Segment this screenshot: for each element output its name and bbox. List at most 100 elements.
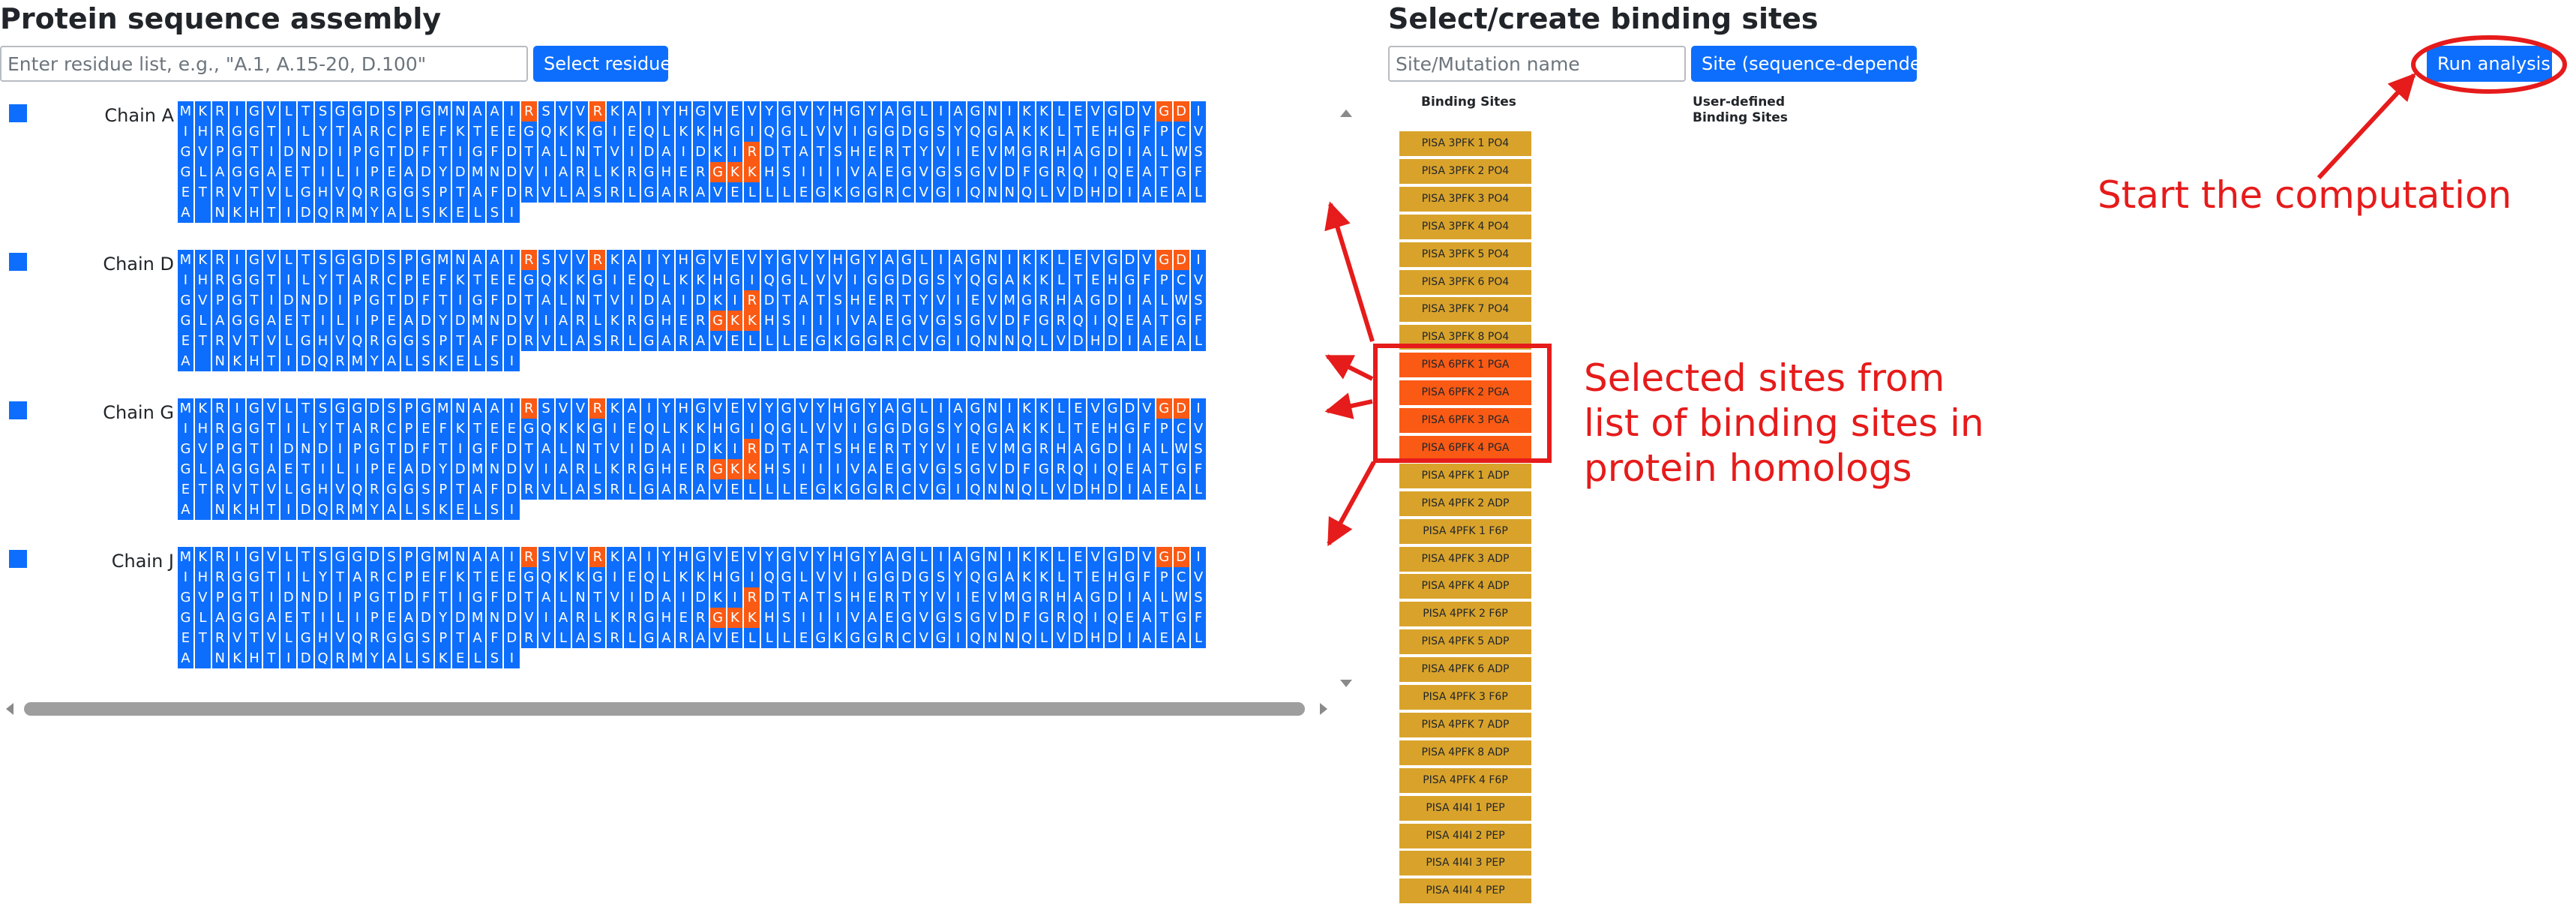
residue[interactable]: G [178,587,195,608]
residue[interactable]: T [246,290,264,311]
residue[interactable]: P [1156,419,1174,439]
residue[interactable]: G [1087,142,1105,162]
residue[interactable]: G [641,162,658,182]
residue[interactable]: A [555,459,573,479]
residue[interactable]: K [572,419,590,439]
residue[interactable]: G [349,101,367,122]
residue[interactable]: H [315,331,333,351]
residue[interactable]: G [847,250,865,270]
residue[interactable]: L [1053,101,1071,122]
residue[interactable]: K [607,459,625,479]
residue[interactable]: A [1001,122,1019,142]
residue[interactable]: D [315,142,333,162]
residue[interactable]: M [178,398,195,419]
residue[interactable]: R [692,459,710,479]
residue[interactable]: D [1173,250,1191,270]
residue[interactable]: L [761,331,779,351]
residue[interactable]: F [487,182,504,203]
residue[interactable]: V [1053,479,1071,500]
residue[interactable]: P [435,331,453,351]
residue[interactable]: E [967,290,985,311]
residue[interactable]: A [263,162,281,182]
residue[interactable]: K [1036,250,1054,270]
residue[interactable]: H [1053,142,1071,162]
residue[interactable]: G [349,547,367,567]
residue[interactable]: E [1070,398,1088,419]
residue[interactable]: A [796,587,813,608]
residue[interactable]: A [692,628,710,648]
residue[interactable]: Q [1070,608,1088,628]
residue[interactable]: K [1018,567,1036,587]
residue[interactable]: L [1036,479,1054,500]
residue[interactable]: V [709,479,727,500]
residue[interactable]: V [607,439,625,459]
residue[interactable]: A [1001,419,1019,439]
residue[interactable]: A [950,250,967,270]
residue[interactable]: T [589,290,607,311]
residue[interactable]: I [503,203,521,223]
residue[interactable]: L [332,162,349,182]
residue[interactable]: K [607,398,625,419]
site-name-input[interactable] [1388,46,1686,82]
residue[interactable]: D [1173,547,1191,567]
residue[interactable]: G [229,122,247,142]
residue[interactable]: V [229,331,247,351]
residue[interactable]: I [812,459,830,479]
residue[interactable]: P [366,311,384,331]
residue[interactable]: N [1001,331,1019,351]
residue[interactable]: S [418,500,436,520]
residue[interactable]: M [469,459,487,479]
residue[interactable]: T [1156,311,1174,331]
residue[interactable]: I [1001,250,1019,270]
residue[interactable]: K [572,567,590,587]
residue[interactable]: D [641,587,658,608]
residue[interactable]: I [796,459,813,479]
residue[interactable]: Y [435,162,453,182]
residue[interactable]: A [1173,628,1191,648]
residue[interactable]: T [383,439,401,459]
residue[interactable]: T [778,290,796,311]
residue[interactable]: G [178,162,195,182]
residue[interactable]: E [178,331,195,351]
residue[interactable]: T [452,479,470,500]
residue[interactable]: R [1053,162,1071,182]
residue[interactable]: S [383,101,401,122]
residue[interactable]: I [847,122,865,142]
residue[interactable]: S [315,547,333,567]
residue[interactable]: C [1173,567,1191,587]
residue[interactable]: I [812,608,830,628]
residue[interactable]: T [298,398,316,419]
residue[interactable]: L [796,419,813,439]
residue[interactable]: E [1156,479,1174,500]
residue[interactable]: A [349,270,367,290]
residue[interactable]: A [658,331,676,351]
residue[interactable]: G [967,162,985,182]
residue[interactable]: E [280,459,298,479]
residue[interactable]: I [1087,459,1105,479]
residue[interactable]: Y [658,101,676,122]
residue[interactable]: I [744,270,762,290]
residue[interactable]: F [435,567,453,587]
residue[interactable]: D [1121,250,1139,270]
residue[interactable]: G [246,398,264,419]
residue[interactable]: K [744,459,762,479]
residue[interactable]: A [487,547,504,567]
residue[interactable]: G [1036,311,1054,331]
residue[interactable]: E [727,331,745,351]
residue[interactable]: A [572,479,590,500]
residue[interactable]: A [658,439,676,459]
residue[interactable]: L [761,479,779,500]
residue[interactable]: G [229,290,247,311]
residue[interactable]: R [607,479,625,500]
residue[interactable]: T [298,162,316,182]
residue[interactable]: R [624,608,642,628]
residue[interactable]: G [898,398,916,419]
residue[interactable]: M [1001,587,1019,608]
residue[interactable]: T [383,142,401,162]
residue[interactable]: A [1138,479,1156,500]
residue[interactable]: H [194,567,212,587]
residue[interactable]: A [349,567,367,587]
residue[interactable]: V [984,608,1002,628]
residue[interactable]: F [1190,459,1208,479]
residue[interactable]: V [194,142,212,162]
